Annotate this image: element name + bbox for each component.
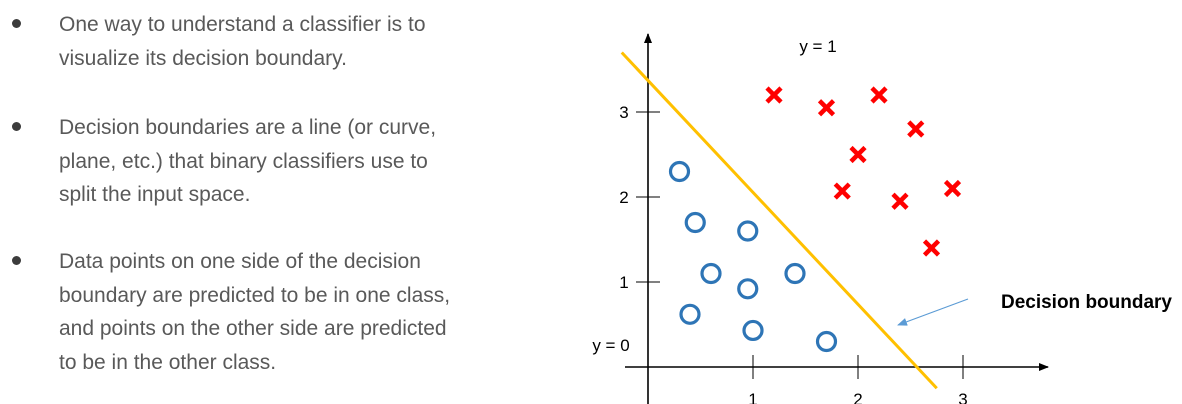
x-tick-label: 2 (853, 390, 862, 404)
class1-point (891, 192, 909, 210)
bullet-line: Decision boundaries are a line (or curve… (59, 116, 437, 139)
bullet-line: One way to understand a classifier is to (59, 13, 426, 36)
class1-point (870, 86, 888, 104)
class0-point (742, 319, 764, 342)
class1-point (765, 86, 783, 104)
bullet-line: plane, etc.) that binary classifiers use… (59, 149, 428, 173)
class0-point (700, 262, 722, 285)
class1-point (833, 182, 851, 200)
class0-point (784, 262, 806, 285)
y-tick-label: 1 (619, 273, 628, 292)
class0-point (815, 330, 838, 353)
decision-boundary-line (620, 51, 938, 390)
class1-point (922, 239, 941, 257)
bullet-dot (12, 122, 21, 131)
bullet-line: and points on the other side are predict… (59, 317, 447, 340)
bullet-line: split the input space. (59, 183, 251, 206)
bullet-text: Decision boundaries are a line (or curve… (59, 111, 539, 212)
cross-stroke (765, 86, 783, 104)
y-tick-label: 3 (619, 103, 628, 122)
bullet-text: Data points on one side of the decision … (59, 245, 539, 379)
axis-ticks (636, 111, 964, 379)
cross-stroke (833, 182, 851, 200)
class1-point (943, 179, 962, 198)
y-tick-label: 2 (619, 188, 628, 207)
cross-stroke (943, 179, 962, 198)
x-tick-label: 1 (748, 390, 757, 404)
bullet-line: visualize its decision boundary. (59, 46, 347, 70)
bullet-line: to be in the other class. (59, 350, 277, 374)
bullet-line: boundary are predicted to be in one clas… (59, 283, 451, 307)
cross-stroke (907, 120, 925, 138)
class1-point (907, 120, 925, 138)
class0-point (679, 303, 701, 325)
boundary-layer (620, 51, 938, 390)
data-markers (668, 86, 962, 353)
cross-stroke (870, 86, 888, 104)
tick-labels: 1 2 3 1 2 3 (619, 103, 967, 404)
bullet-text: One way to understand a classifier is to… (59, 8, 539, 75)
boundary-annotation: Decision boundary (1001, 292, 1172, 313)
class0-point (737, 278, 759, 300)
class0-label: y = 0 (592, 336, 629, 355)
bullet-dot (12, 256, 21, 265)
x-tick-label: 3 (958, 390, 967, 404)
cross-stroke (922, 239, 941, 257)
annotation-arrow (897, 298, 969, 326)
class0-point (668, 160, 691, 183)
cross-stroke (849, 145, 867, 164)
bullet-dot (12, 19, 21, 28)
class1-point (817, 99, 836, 117)
class0-point (737, 220, 759, 242)
cross-stroke (817, 99, 836, 117)
cross-stroke (891, 192, 909, 210)
bullet-line: Data points on one side of the decision (59, 250, 421, 273)
class1-label: y = 1 (799, 37, 836, 56)
class0-point (684, 211, 706, 234)
class1-point (849, 145, 867, 164)
